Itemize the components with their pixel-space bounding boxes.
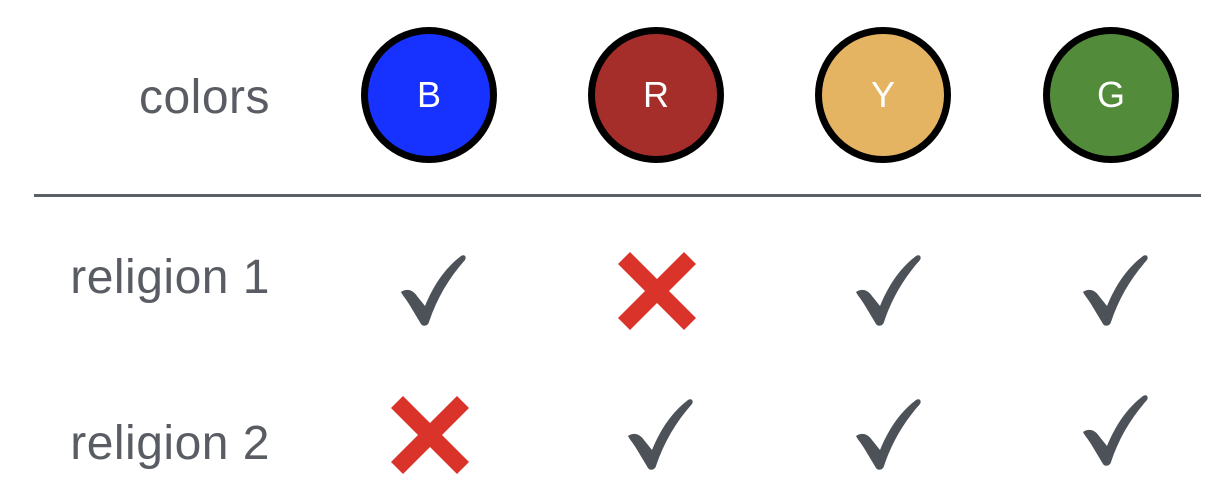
row2-mark-yellow	[840, 390, 930, 480]
check-icon	[401, 255, 466, 326]
color-swatch-yellow: Y	[815, 27, 951, 163]
color-swatch-red: R	[588, 27, 724, 163]
cross-icon	[618, 252, 696, 330]
header-label-colors: colors	[138, 71, 270, 124]
row1-mark-blue	[385, 246, 475, 336]
color-letter: B	[416, 74, 441, 115]
color-letter: G	[1096, 74, 1125, 115]
row1-mark-yellow	[840, 246, 930, 336]
check-icon	[856, 399, 921, 470]
color-letter: Y	[870, 74, 895, 115]
check-icon	[1083, 255, 1148, 326]
row-label-religion-1: religion 1	[70, 251, 270, 304]
check-icon	[856, 255, 921, 326]
row2-mark-green	[1067, 386, 1157, 476]
row1-mark-green	[1067, 246, 1157, 336]
color-swatch-green: G	[1043, 27, 1179, 163]
color-letter: R	[643, 74, 669, 115]
cross-icon	[391, 396, 469, 474]
row2-mark-blue	[385, 390, 475, 480]
row1-mark-red	[612, 246, 702, 336]
header-divider	[34, 194, 1201, 197]
row2-mark-red	[612, 390, 702, 480]
check-icon	[628, 399, 693, 470]
color-swatch-blue: B	[361, 27, 497, 163]
row-label-religion-2: religion 2	[70, 417, 270, 470]
check-icon	[1083, 395, 1148, 466]
